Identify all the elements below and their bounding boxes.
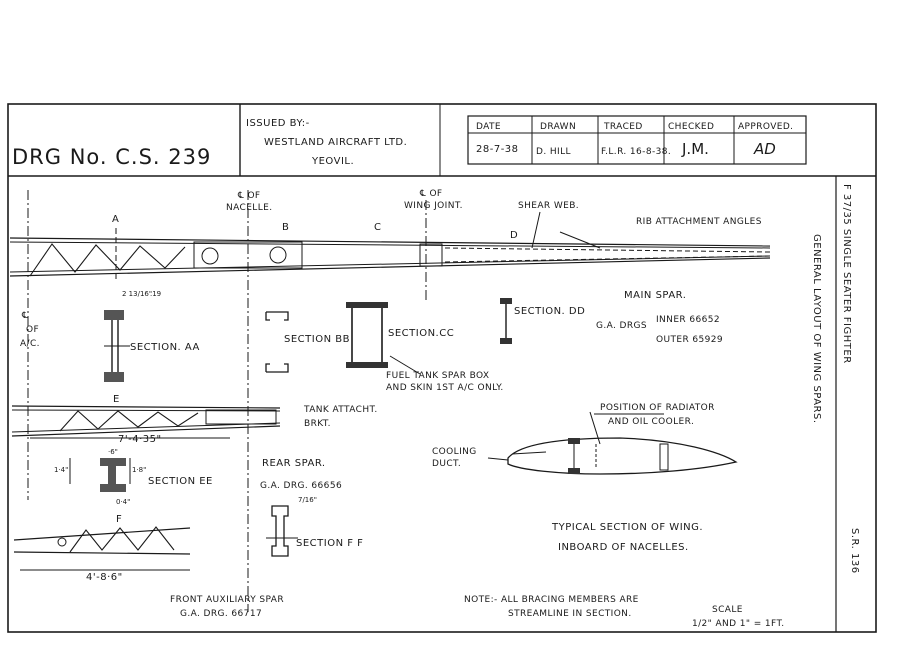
section-ee-drawing (69, 458, 131, 492)
cut-f: F (116, 514, 122, 525)
section-bb-label: SECTION BB (284, 334, 350, 345)
ff-dim: 7/16" (298, 496, 317, 504)
section-aa-label: SECTION. AA (130, 342, 200, 353)
side-spec: F 37/35 SINGLE SEATER FIGHTER (841, 184, 852, 364)
duct-label: COOLING (432, 447, 477, 457)
approval-table: DATE DRAWN TRACED CHECKED APPROVED. 28-7… (467, 115, 807, 165)
section-aa-dim: 2 13/16" (122, 290, 152, 298)
company-location: YEOVIL. (311, 156, 354, 167)
ga-outer: OUTER 65929 (656, 335, 723, 345)
ee-dim-1: 1·4" (54, 466, 68, 474)
header-approved: APPROVED. (738, 122, 793, 132)
tank-attach-label-2: BRKT. (304, 419, 331, 429)
front-aux-title: FRONT AUXILIARY SPAR (170, 595, 284, 605)
radiator-label: POSITION OF RADIATOR (600, 403, 715, 413)
rear-spar-ga: G.A. DRG. 66656 (260, 481, 342, 491)
value-checked: J.M. (681, 140, 709, 158)
joint-centre-label-2: WING JOINT. (404, 201, 463, 211)
note-line-1: NOTE:- ALL BRACING MEMBERS ARE (464, 595, 639, 605)
wing-section-title: TYPICAL SECTION OF WING. (551, 522, 703, 533)
rear-spar-title: REAR SPAR. (262, 458, 326, 469)
value-traced: F.L.R. 16-8-38. (601, 147, 671, 157)
ga-inner: INNER 66652 (656, 315, 720, 325)
cut-e: E (113, 394, 120, 405)
wing-section-subtitle: INBOARD OF NACELLES. (558, 542, 689, 553)
centre-ac-label-3: A/C. (20, 339, 40, 349)
cut-c: C (374, 222, 381, 233)
header-drawn: DRAWN (540, 122, 576, 132)
shear-web-label: SHEAR WEB. (518, 201, 579, 211)
cut-d: D (510, 230, 518, 241)
header-date: DATE (476, 122, 501, 132)
section-cc-label: SECTION.CC (388, 328, 454, 339)
wing-section-profile (487, 411, 738, 475)
note-line-2: STREAMLINE IN SECTION. (508, 609, 632, 619)
drawing-number: DRG No. C.S. 239 (12, 145, 211, 169)
drawing-border (7, 103, 877, 633)
company-name: WESTLAND AIRCRAFT LTD. (264, 137, 407, 148)
scale-title: SCALE (712, 605, 743, 615)
value-date: 28-7-38 (476, 144, 519, 155)
value-drawn: D. HILL (536, 147, 571, 157)
cut-b: B (282, 222, 289, 233)
front-aux-spar-elevation (13, 526, 191, 571)
front-aux-length: 4'-8·6" (86, 572, 123, 583)
ee-dim-3: 0·4" (116, 498, 130, 506)
main-spar-title: MAIN SPAR. (624, 290, 686, 301)
section-ee-label: SECTION EE (148, 476, 213, 487)
fuel-note-1: FUEL TANK SPAR BOX (386, 371, 490, 381)
joint-centre-label: ℄ OF (419, 189, 443, 199)
section-cc-drawing (346, 302, 421, 375)
ee-dim-4: ·6" (108, 448, 118, 456)
rear-spar-length: 7'-4·35" (118, 434, 162, 445)
issued-by-label: ISSUED BY:- (246, 118, 310, 129)
section-bb-drawing (265, 311, 289, 373)
section-aa-drawing (104, 310, 130, 382)
header-traced: TRACED (603, 122, 643, 132)
duct-label-2: DUCT. (432, 459, 461, 469)
side-subject: GENERAL LAYOUT OF WING SPARS. (811, 234, 822, 424)
front-aux-ga: G.A. DRG. 66717 (180, 609, 262, 619)
section-ff-drawing (266, 505, 298, 557)
nacelle-centre-label-2: NACELLE. (226, 203, 272, 213)
fuel-note-2: AND SKIN 1ST A/C ONLY. (386, 383, 504, 393)
rib-angles-label: RIB ATTACHMENT ANGLES (636, 217, 762, 227)
tank-attach-label: TANK ATTACHT. (303, 405, 378, 415)
centre-ac-label-2: OF (26, 325, 39, 335)
ee-dim-2: 1·8" (132, 466, 146, 474)
main-spar-elevation (9, 211, 771, 277)
cut-a: A (112, 214, 119, 225)
rear-spar-elevation (11, 405, 281, 439)
radiator-label-2: AND OIL COOLER. (608, 417, 694, 427)
section-ff-label: SECTION F F (296, 538, 363, 549)
section-dd-label: SECTION. DD (514, 306, 585, 317)
section-dd-drawing (500, 298, 512, 344)
section-aa-dim2: .19 (150, 290, 161, 298)
value-approved: AD (753, 140, 776, 158)
ga-drgs-label: G.A. DRGS (596, 321, 647, 331)
header-checked: CHECKED (668, 122, 714, 132)
centre-ac-label: ℄ (21, 311, 28, 321)
nacelle-centre-label: ℄ OF (237, 191, 261, 201)
scale-value: 1/2" AND 1" = 1FT. (692, 619, 785, 629)
side-sheet-ref: S.R. 136 (849, 528, 860, 574)
